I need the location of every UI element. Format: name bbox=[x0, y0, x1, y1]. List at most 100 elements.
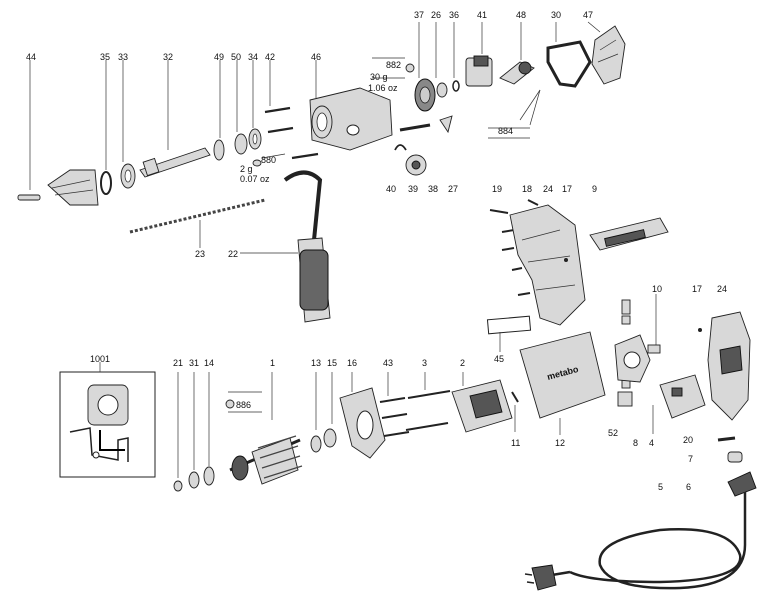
part-23-depth-rod bbox=[129, 198, 266, 248]
part-26-bushing bbox=[435, 22, 448, 98]
label-37: 37 bbox=[414, 10, 424, 20]
label-1001: 1001 bbox=[90, 354, 110, 364]
label-26: 26 bbox=[431, 10, 441, 20]
lube-880-number: 880 bbox=[261, 155, 276, 165]
part-49-ring bbox=[213, 60, 225, 161]
label-19: 19 bbox=[492, 184, 502, 194]
label-34: 34 bbox=[248, 52, 258, 62]
part-1-armature bbox=[229, 372, 303, 485]
label-49: 49 bbox=[214, 52, 224, 62]
part-drill-chuck bbox=[47, 169, 99, 206]
label-50: 50 bbox=[231, 52, 241, 62]
label-9: 9 bbox=[592, 184, 597, 194]
label-13: 13 bbox=[311, 358, 321, 368]
part-6-cable-sleeve bbox=[727, 471, 757, 497]
part-36-ring bbox=[452, 22, 460, 92]
label-45: 45 bbox=[494, 354, 504, 364]
label-38: 38 bbox=[428, 184, 438, 194]
part-31-bearing bbox=[188, 372, 200, 489]
part-37-gear bbox=[414, 22, 436, 112]
part-11-screw bbox=[511, 391, 519, 432]
label-23: 23 bbox=[195, 249, 205, 259]
label-2: 2 bbox=[460, 358, 465, 368]
label-3: 3 bbox=[422, 358, 427, 368]
part-20-screw bbox=[717, 436, 736, 442]
part-17-screw-a bbox=[564, 258, 568, 262]
part-16-fan-baffle bbox=[339, 372, 386, 459]
label-16: 16 bbox=[347, 358, 357, 368]
part-27-clip bbox=[439, 115, 453, 134]
legend-box-1001 bbox=[59, 362, 156, 478]
label-12: 12 bbox=[555, 438, 565, 448]
part-3-screws bbox=[405, 372, 451, 431]
label-7: 7 bbox=[688, 454, 693, 464]
label-27: 27 bbox=[448, 184, 458, 194]
part-24-housing-half-left bbox=[509, 204, 586, 326]
part-44-pin bbox=[17, 60, 41, 201]
lube-882 bbox=[372, 57, 415, 79]
label-32: 32 bbox=[163, 52, 173, 62]
label-48: 48 bbox=[516, 10, 526, 20]
label-39: 39 bbox=[408, 184, 418, 194]
part-14-ring bbox=[203, 372, 215, 486]
part-5-power-cable bbox=[524, 492, 747, 591]
lube-882-weight-oz: 1.06 oz bbox=[368, 83, 398, 93]
label-14: 14 bbox=[204, 358, 214, 368]
part-47-cover bbox=[587, 21, 626, 85]
label-1: 1 bbox=[270, 358, 275, 368]
label-36: 36 bbox=[449, 10, 459, 20]
part-9-cap bbox=[589, 217, 669, 251]
part-39-knob bbox=[405, 154, 427, 176]
lube-886-number: 886 bbox=[236, 400, 251, 410]
label-10: 10 bbox=[652, 284, 662, 294]
label-46: 46 bbox=[311, 52, 321, 62]
label-11: 11 bbox=[511, 438, 520, 448]
part-15-bearing bbox=[323, 372, 337, 448]
label-17a: 17 bbox=[562, 184, 572, 194]
label-47: 47 bbox=[583, 10, 593, 20]
part-35-circlip bbox=[100, 60, 112, 195]
label-30: 30 bbox=[551, 10, 561, 20]
part-12-motor-housing: metabo bbox=[519, 331, 606, 435]
lube-886 bbox=[225, 391, 262, 413]
lube-880-weight-oz: 0.07 oz bbox=[240, 174, 270, 184]
lube-880-weight-g: 2 g bbox=[240, 164, 253, 174]
part-32-spindle bbox=[139, 60, 211, 178]
part-8-brush-plate bbox=[614, 334, 651, 383]
part-48-shaft bbox=[499, 22, 541, 126]
part-34-bearing bbox=[248, 60, 262, 150]
part-22-side-handle bbox=[240, 170, 331, 323]
label-20: 20 bbox=[683, 435, 693, 445]
part-17-screw-b bbox=[698, 328, 702, 332]
part-13-ring bbox=[310, 372, 322, 453]
label-41: 41 bbox=[477, 10, 487, 20]
part-4-switch bbox=[652, 374, 706, 434]
label-33: 33 bbox=[118, 52, 128, 62]
part-38-pin bbox=[399, 123, 431, 132]
part-52-brush-holder bbox=[617, 299, 633, 407]
label-42: 42 bbox=[265, 52, 275, 62]
part-42-screws bbox=[264, 60, 319, 160]
label-31: 31 bbox=[189, 358, 199, 368]
label-43: 43 bbox=[383, 358, 393, 368]
part-2-stator bbox=[451, 372, 513, 433]
part-50-ring bbox=[234, 60, 248, 155]
label-6: 6 bbox=[686, 482, 691, 492]
lube-884 bbox=[488, 127, 530, 139]
label-21: 21 bbox=[173, 358, 183, 368]
label-24a: 24 bbox=[543, 184, 553, 194]
label-17b: 17 bbox=[692, 284, 702, 294]
part-41-impact-mechanism bbox=[465, 22, 493, 87]
label-4: 4 bbox=[649, 438, 654, 448]
part-43-screws bbox=[379, 372, 410, 437]
part-45-label bbox=[486, 315, 532, 352]
label-5: 5 bbox=[658, 482, 663, 492]
label-18: 18 bbox=[522, 184, 532, 194]
part-40-spring bbox=[394, 144, 407, 151]
part-30-gasket bbox=[546, 22, 592, 88]
part-19-screws bbox=[489, 209, 531, 296]
label-52: 52 bbox=[608, 428, 618, 438]
part-18-screw bbox=[527, 199, 539, 206]
lube-882-weight-g: 30 g bbox=[370, 72, 388, 82]
